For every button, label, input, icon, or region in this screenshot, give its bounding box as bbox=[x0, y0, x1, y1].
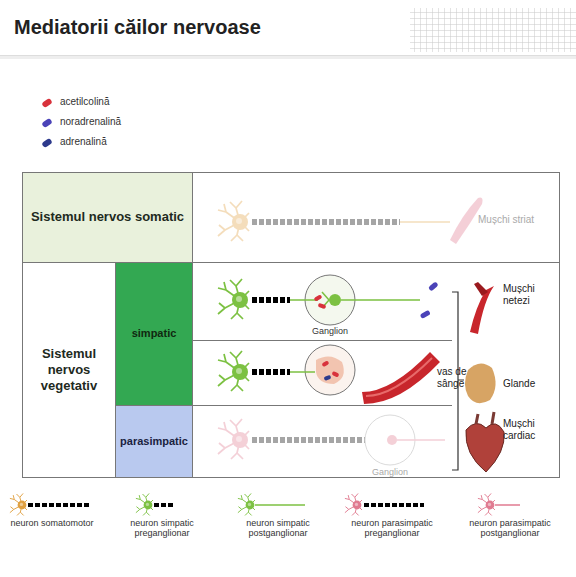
organ-label: Mușchi cardiac bbox=[503, 418, 558, 441]
legend-text: neuron somatomotor bbox=[0, 518, 106, 528]
organ-label: Mușchi striat bbox=[478, 214, 550, 226]
legend-swatch bbox=[41, 118, 53, 129]
legend-text: neuron parasimpatic preganglionar bbox=[338, 518, 446, 539]
sympathetic-adrenergic bbox=[218, 275, 439, 325]
cell-label: simpatic bbox=[130, 325, 179, 343]
cell-label: Sistemul nervos vegetativ bbox=[22, 344, 116, 397]
legend-text: adrenalină bbox=[60, 136, 107, 148]
neuron-type-icons bbox=[10, 493, 520, 515]
parasympathetic-pathway bbox=[218, 415, 445, 465]
organ-label: Mușchi netezi bbox=[503, 283, 558, 306]
legend-swatch bbox=[41, 138, 53, 149]
somatic-pathway bbox=[218, 198, 483, 244]
cell-label: Sistemul nervos somatic bbox=[29, 207, 186, 227]
legend-text: noradrenalină bbox=[60, 116, 121, 128]
sympathetic-medulla bbox=[218, 345, 440, 404]
header-bar bbox=[0, 8, 576, 59]
table-cell: Sistemul nervos vegetativ bbox=[22, 262, 116, 478]
ganglion-label: Ganglion bbox=[360, 467, 420, 477]
table-cell: simpatic bbox=[115, 262, 193, 406]
legend-text: acetilcolină bbox=[60, 96, 109, 108]
legend-swatch bbox=[41, 98, 53, 109]
table-cell: parasimpatic bbox=[115, 405, 193, 478]
ganglion-label: Ganglion bbox=[300, 326, 360, 336]
organ-label: Glande bbox=[503, 378, 558, 390]
cell-label: parasimpatic bbox=[118, 433, 190, 451]
page-title: Mediatorii căilor nervoase bbox=[14, 16, 261, 39]
legend-text: neuron simpatic preganglionar bbox=[108, 518, 216, 539]
legend-text: neuron parasimpatic postganglionar bbox=[456, 518, 564, 539]
table-grid bbox=[22, 172, 560, 478]
vessel-label: vas de sânge bbox=[437, 366, 481, 389]
table-cell: Sistemul nervos somatic bbox=[22, 172, 193, 263]
legend-text: neuron simpatic postganglionar bbox=[224, 518, 332, 539]
